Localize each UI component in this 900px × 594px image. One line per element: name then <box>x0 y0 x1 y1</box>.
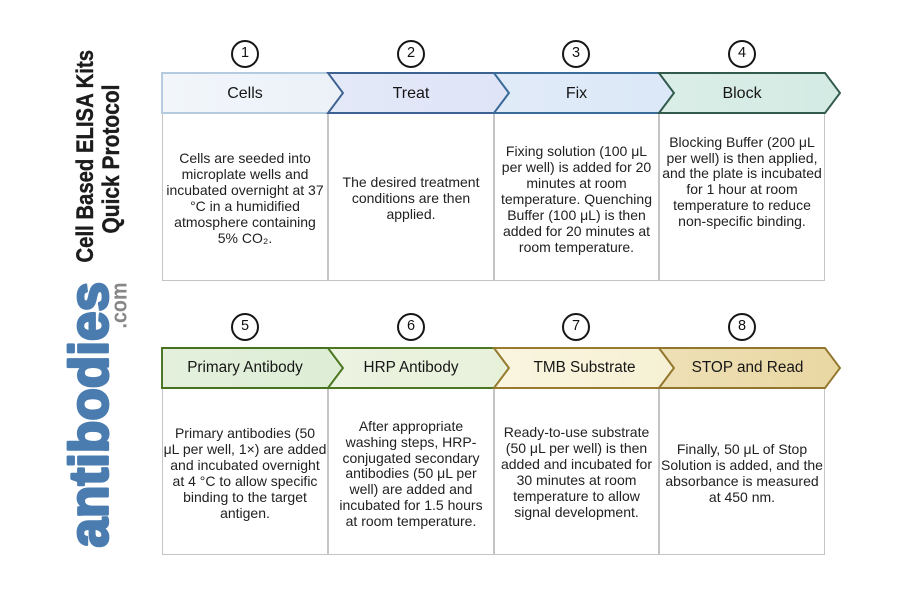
svg-text:Quick Protocol: Quick Protocol <box>98 85 125 234</box>
svg-text:antibodies: antibodies <box>58 282 120 548</box>
svg-text:Cell Based ELISA Kits: Cell Based ELISA Kits <box>72 50 99 263</box>
svg-text:.com: .com <box>107 283 132 329</box>
